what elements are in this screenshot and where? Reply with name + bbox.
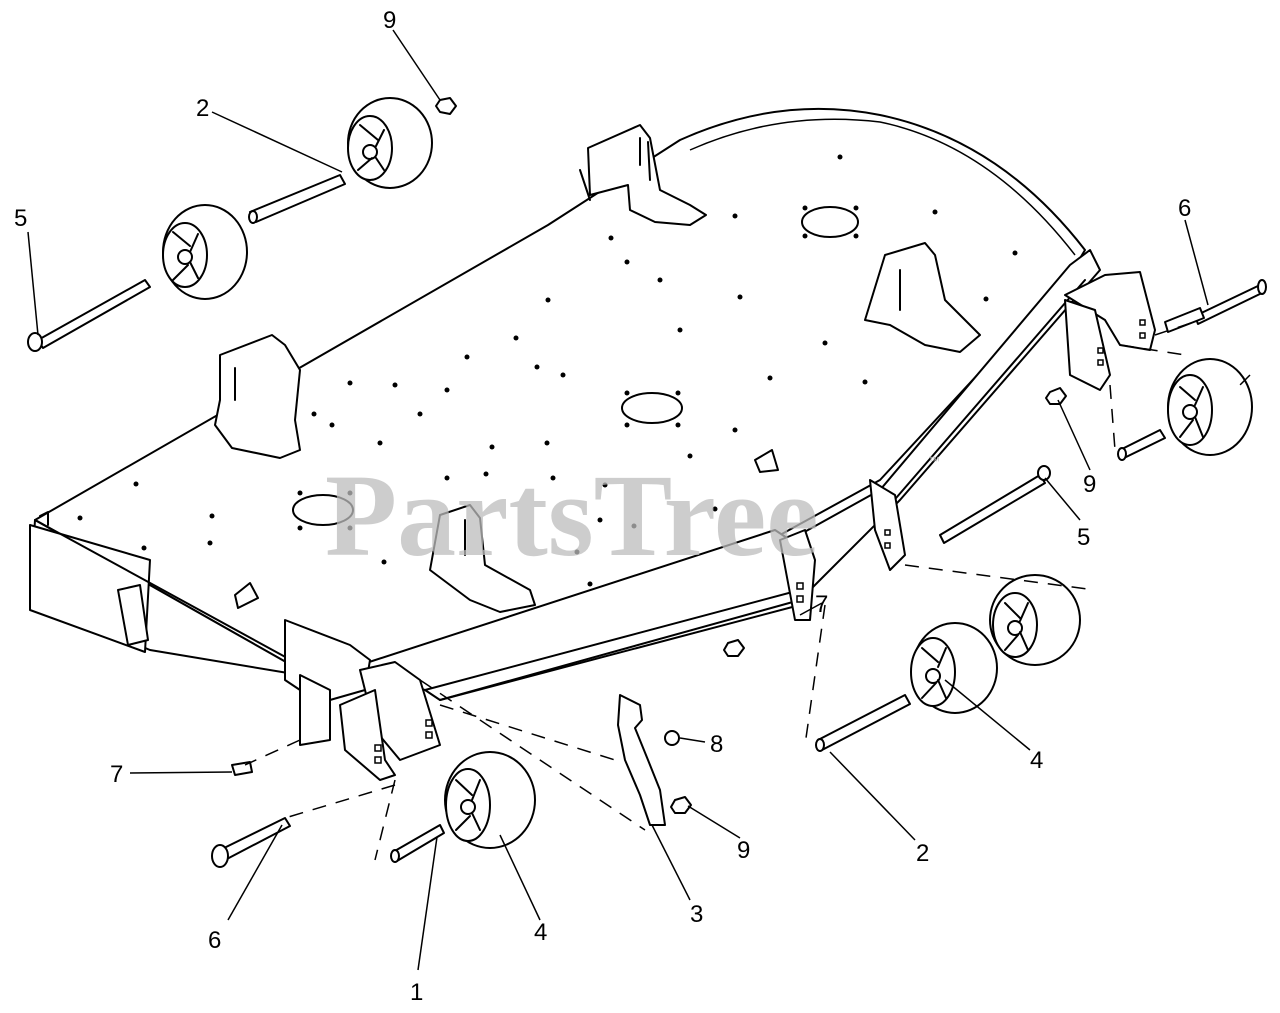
wheels — [162, 97, 1253, 849]
callout-4: 4 — [534, 919, 547, 946]
assembly-lines — [244, 319, 1251, 861]
wheel-brackets — [284, 271, 1156, 781]
callout-6: 6 — [208, 927, 221, 954]
wheel — [910, 622, 998, 714]
wheel — [444, 751, 536, 849]
wheel — [162, 204, 248, 300]
callout-5: 5 — [14, 205, 27, 232]
wheel — [347, 97, 433, 189]
callouts: 9 2 5 6 9 5 7 8 9 4 2 6 4 3 1 7 — [14, 7, 1191, 1006]
axles-and-bolts — [27, 97, 1267, 868]
wheel — [989, 574, 1081, 666]
watermark-trademark: ™ — [928, 454, 940, 468]
deck-mount-brackets — [117, 124, 981, 646]
callout-7: 7 — [815, 591, 828, 618]
leader-lines — [27, 29, 1209, 971]
callout-9: 9 — [1083, 471, 1096, 498]
deck-rivets — [77, 154, 1018, 587]
callout-2: 2 — [196, 95, 209, 122]
callout-5: 5 — [1077, 524, 1090, 551]
callout-9: 9 — [737, 837, 750, 864]
callout-4: 4 — [1030, 747, 1043, 774]
callout-6: 6 — [1178, 195, 1191, 222]
callout-9: 9 — [383, 7, 396, 34]
wheel — [1167, 358, 1253, 456]
callout-1: 1 — [410, 979, 423, 1006]
callout-8: 8 — [710, 731, 723, 758]
watermark: PartsTree ™ — [325, 450, 940, 581]
callout-2: 2 — [916, 840, 929, 867]
callout-3: 3 — [690, 901, 703, 928]
callout-7: 7 — [110, 761, 123, 788]
bracket-3 — [617, 694, 666, 826]
watermark-text: PartsTree — [325, 450, 819, 581]
deck-plate — [29, 107, 1086, 676]
deck-openings — [292, 206, 859, 526]
